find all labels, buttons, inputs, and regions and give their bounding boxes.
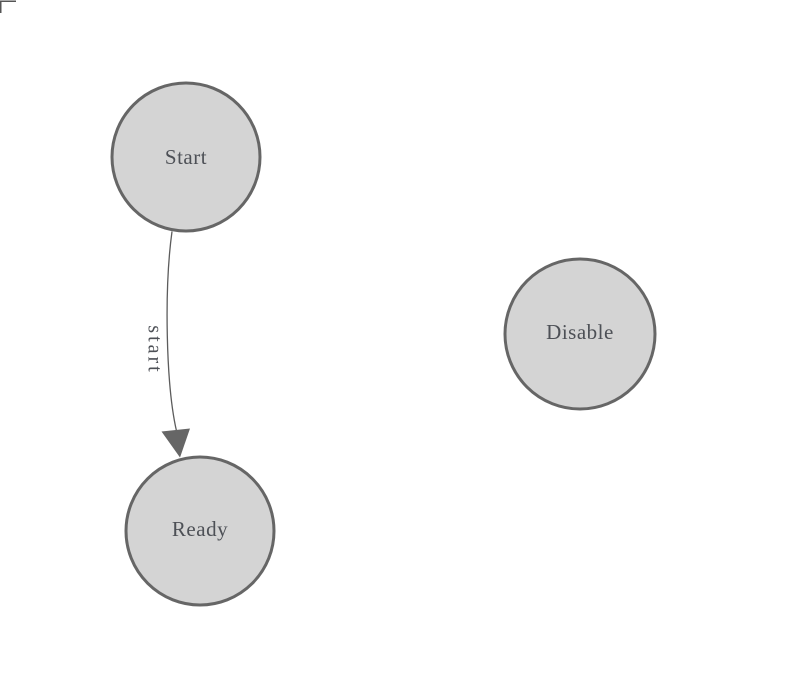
state-label-start: Start <box>165 145 207 169</box>
state-node-start[interactable]: Start <box>110 81 262 233</box>
edge-arrowhead-icon[interactable] <box>161 428 191 458</box>
canvas-origin-corner-mark <box>0 0 16 13</box>
transition-edge-start-ready[interactable]: start <box>144 231 191 458</box>
state-circle-disable[interactable] <box>503 257 657 411</box>
edge-wire[interactable] <box>166 231 178 432</box>
state-node-disable[interactable]: Disable <box>503 257 657 411</box>
state-node-ready[interactable]: Ready <box>124 455 276 607</box>
edge-label: start <box>144 325 166 374</box>
state-circle-ready[interactable] <box>124 455 276 607</box>
state-label-ready: Ready <box>172 517 228 541</box>
state-circle-start[interactable] <box>110 81 262 233</box>
state-label-disable: Disable <box>546 320 614 344</box>
